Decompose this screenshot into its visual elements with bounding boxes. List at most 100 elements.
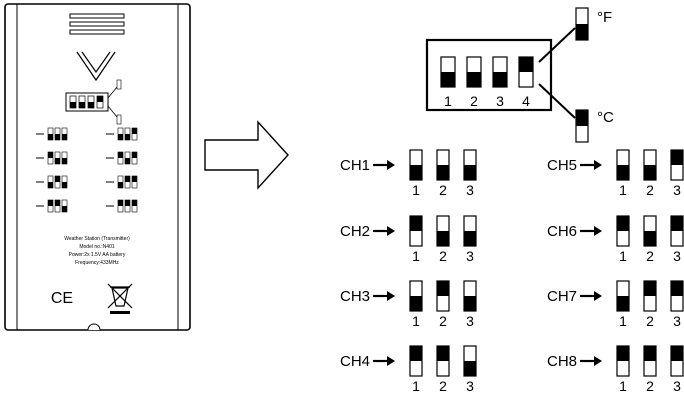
right-arrow-icon bbox=[594, 160, 602, 170]
mini-pointer-c bbox=[107, 105, 118, 118]
switch-1-knob bbox=[410, 165, 422, 180]
switch-number: 3 bbox=[466, 248, 474, 264]
switch-number: 2 bbox=[646, 248, 654, 264]
channel-label: CH8 bbox=[547, 353, 577, 370]
switch-2-knob bbox=[437, 346, 449, 361]
switch-1-knob bbox=[410, 346, 422, 361]
info-line-1: Weather Station (Transmitter) bbox=[64, 236, 130, 242]
main-switch-number: 3 bbox=[496, 93, 504, 109]
vent-grille bbox=[69, 13, 125, 35]
main-switch-number: 4 bbox=[522, 93, 530, 109]
mini-channel-knob bbox=[125, 176, 130, 182]
switch-2-knob bbox=[644, 231, 656, 246]
switch-2-knob bbox=[644, 165, 656, 180]
device-outline bbox=[4, 3, 191, 331]
channel-label: CH3 bbox=[340, 288, 370, 305]
mini-dip-switch bbox=[65, 79, 122, 125]
mini-channel-row bbox=[36, 175, 68, 189]
mini-channel-knob bbox=[55, 200, 60, 206]
channel-label: CH2 bbox=[340, 223, 370, 240]
switch-number: 2 bbox=[439, 313, 447, 329]
info-line-3: Power:2x 1.5V AA battery bbox=[69, 252, 126, 258]
mini-switch-knob bbox=[97, 96, 103, 102]
mini-channel-knob bbox=[132, 128, 137, 134]
right-arrow-icon bbox=[387, 291, 395, 301]
right-arrow-icon bbox=[387, 226, 395, 236]
switch-number: 2 bbox=[646, 313, 654, 329]
switch-number: 3 bbox=[673, 378, 681, 394]
mini-channel-knob bbox=[55, 176, 60, 182]
mini-channel-row bbox=[106, 175, 138, 189]
mini-switch-knob bbox=[88, 102, 94, 108]
switch-3-knob bbox=[464, 296, 476, 311]
info-line-2: Model no.:N401 bbox=[79, 244, 115, 250]
info-line-4: Frequency:433MHz bbox=[75, 260, 119, 266]
mini-c-switch bbox=[116, 114, 122, 125]
switch-number: 1 bbox=[412, 182, 420, 198]
mini-channel-knob bbox=[132, 152, 137, 158]
right-arrow-icon bbox=[387, 160, 395, 170]
mini-channel-knob bbox=[48, 152, 53, 158]
switch-number: 1 bbox=[619, 313, 627, 329]
switch-1-knob bbox=[410, 216, 422, 231]
switch-number: 2 bbox=[646, 378, 654, 394]
switch-1-knob bbox=[617, 216, 629, 231]
switch-number: 3 bbox=[673, 313, 681, 329]
switch-number: 2 bbox=[439, 182, 447, 198]
switch-2-knob bbox=[437, 165, 449, 180]
channel-label: CH1 bbox=[340, 157, 370, 174]
transmitter-device: Weather Station (Transmitter) Model no.:… bbox=[4, 3, 191, 331]
switch-3-knob bbox=[464, 231, 476, 246]
channel-label: CH6 bbox=[547, 223, 577, 240]
switch-number: 3 bbox=[673, 248, 681, 264]
mini-channel-knob bbox=[132, 200, 137, 206]
switch-2-knob bbox=[644, 281, 656, 296]
mini-channel-knob bbox=[118, 182, 123, 188]
weee-bin-icon bbox=[107, 283, 133, 314]
switch-2-knob bbox=[437, 281, 449, 296]
mini-channel-knob bbox=[55, 158, 60, 164]
switch-number: 1 bbox=[412, 378, 420, 394]
mini-channel-row bbox=[36, 127, 68, 141]
mini-channel-knob bbox=[48, 200, 53, 206]
unit-f-label: °F bbox=[597, 9, 612, 26]
mini-channel-row bbox=[106, 199, 138, 213]
main-switch-number: 2 bbox=[470, 93, 478, 109]
switch-number: 2 bbox=[646, 182, 654, 198]
mini-channel-knob bbox=[132, 176, 137, 182]
switch-number: 3 bbox=[466, 182, 474, 198]
right-arrow-icon bbox=[387, 356, 395, 366]
right-arrow-icon bbox=[594, 356, 602, 366]
switch-2-knob bbox=[437, 231, 449, 246]
main-switch-frame bbox=[425, 38, 553, 112]
channel-label: CH4 bbox=[340, 353, 370, 370]
main-switch-1-knob bbox=[441, 72, 455, 87]
mini-channel-knob bbox=[125, 200, 130, 206]
switch-2-knob bbox=[644, 346, 656, 361]
switch-number: 3 bbox=[466, 378, 474, 394]
switch-1-knob bbox=[617, 296, 629, 311]
switch-3-knob bbox=[671, 281, 683, 296]
switch-3-knob bbox=[671, 216, 683, 231]
channel-row-ch1: CH1 1 2 3 bbox=[340, 149, 477, 198]
switch-number: 2 bbox=[439, 248, 447, 264]
main-switch-2-knob bbox=[467, 72, 481, 87]
switch-number: 1 bbox=[619, 378, 627, 394]
mini-channel-table bbox=[36, 127, 138, 213]
switch-number: 3 bbox=[673, 182, 681, 198]
v-arrow-icon bbox=[76, 51, 116, 82]
mini-channel-row bbox=[106, 151, 138, 165]
switch-number: 3 bbox=[466, 313, 474, 329]
mini-channel-row bbox=[36, 151, 68, 165]
switch-number: 1 bbox=[412, 313, 420, 329]
mini-channel-knob bbox=[62, 134, 67, 140]
mini-switch-frame bbox=[65, 92, 109, 112]
switch-number: 1 bbox=[619, 182, 627, 198]
mini-channel-knob bbox=[62, 182, 67, 188]
